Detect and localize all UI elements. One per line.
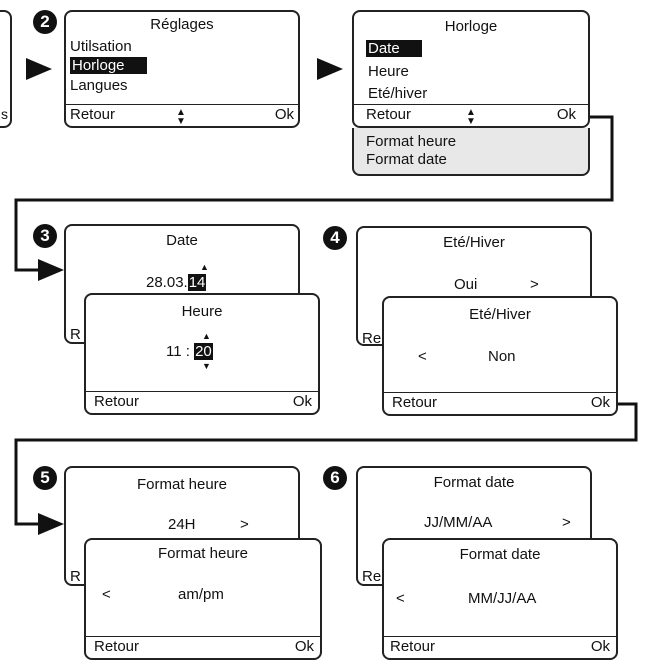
- date-screen: Date 28.03.14 ▲ R: [64, 224, 300, 344]
- down-arrow-icon[interactable]: ▼: [202, 361, 211, 371]
- hour-value: 11: [166, 343, 182, 360]
- horloge-submenu: Format heure Format date: [352, 128, 590, 176]
- time-separator: :: [185, 343, 190, 360]
- menu-item-horloge[interactable]: Horloge: [70, 57, 147, 74]
- ok-softkey[interactable]: Ok: [590, 394, 610, 411]
- option-value: MM/JJ/AA: [468, 590, 537, 607]
- menu-item-langues[interactable]: Langues: [70, 77, 128, 94]
- right-arrow-icon[interactable]: >: [562, 514, 571, 531]
- option-value: Non: [488, 348, 516, 365]
- ok-softkey[interactable]: Ok: [590, 638, 610, 655]
- heure-screen: Heure ▲ 11 : 20 ▼ Retour Ok: [84, 293, 320, 415]
- submenu-item-format-heure[interactable]: Format heure: [366, 133, 457, 150]
- menu-item-date[interactable]: Date: [366, 40, 422, 57]
- screen-title: Date: [166, 232, 198, 249]
- submenu-item-format-date[interactable]: Format date: [366, 151, 447, 168]
- step-badge-5: 5: [33, 466, 57, 490]
- option-value: am/pm: [178, 586, 224, 603]
- back-softkey[interactable]: Retour: [94, 393, 140, 410]
- back-softkey[interactable]: Retour: [70, 106, 116, 123]
- back-softkey[interactable]: Retour: [366, 106, 412, 123]
- back-softkey[interactable]: Retour: [94, 638, 140, 655]
- softkey-bar: Retour Ok: [86, 636, 320, 658]
- screen-title: Réglages: [150, 16, 214, 33]
- horloge-screen: Horloge Date Heure Eté/hiver Retour ▲▼ O…: [352, 10, 590, 128]
- minute-field[interactable]: 20: [194, 343, 213, 360]
- right-arrow-icon[interactable]: >: [530, 276, 539, 293]
- screen-title: Eté/Hiver: [443, 234, 505, 251]
- flow-arrow: [26, 58, 52, 80]
- flow-arrow: [38, 513, 64, 535]
- ok-softkey[interactable]: Ok: [292, 393, 312, 410]
- softkey-bar: Retour ▲▼ Ok: [66, 104, 298, 126]
- updown-icon[interactable]: ▲▼: [176, 107, 186, 127]
- ok-softkey[interactable]: Ok: [556, 106, 576, 123]
- step-badge-2: 2: [33, 10, 57, 34]
- back-softkey[interactable]: Retour: [390, 638, 436, 655]
- option-value: Oui: [454, 276, 478, 293]
- screen-title: Format date: [459, 546, 541, 563]
- right-arrow-icon[interactable]: >: [240, 516, 249, 533]
- screen-title: Eté/Hiver: [469, 306, 531, 323]
- back-softkey[interactable]: Retour: [392, 394, 438, 411]
- softkey-bar: Retour ▲▼ Ok: [354, 104, 588, 126]
- softkey-bar: Retour Ok: [384, 636, 616, 658]
- ok-softkey[interactable]: Ok: [294, 638, 314, 655]
- screen-title: Format date: [433, 474, 515, 491]
- step-badge-4: 4: [323, 226, 347, 250]
- format-date-screen-front: Format date < MM/JJ/AA Retour Ok: [382, 538, 618, 660]
- reglages-screen: Réglages Utilsation Horloge Langues Reto…: [64, 10, 300, 128]
- left-arrow-icon[interactable]: <: [102, 586, 111, 603]
- screen-title: Heure: [181, 303, 223, 320]
- step-badge-6: 6: [323, 466, 347, 490]
- up-arrow-icon[interactable]: ▲: [202, 331, 211, 341]
- cut-label: Re: [362, 568, 382, 585]
- option-value: 24H: [168, 516, 196, 533]
- ete-hiver-screen-front: Eté/Hiver < Non Retour Ok: [382, 296, 618, 416]
- menu-item-heure[interactable]: Heure: [368, 63, 409, 80]
- prev-screen-fragment: s: [0, 10, 12, 128]
- cut-label: R: [70, 568, 81, 585]
- softkey-bar: Retour Ok: [384, 392, 616, 414]
- date-day-field[interactable]: 14: [187, 274, 207, 291]
- cut-label: R: [70, 326, 81, 343]
- cut-label: Re: [362, 330, 382, 346]
- menu-item-ete-hiver[interactable]: Eté/hiver: [368, 85, 428, 102]
- flow-arrow: [38, 259, 64, 281]
- date-value: 28.03.: [146, 274, 188, 291]
- up-arrow-icon[interactable]: ▲: [200, 262, 209, 272]
- screen-title: Format heure: [157, 545, 249, 562]
- softkey-bar: Retour Ok: [86, 391, 318, 413]
- step-badge-3: 3: [33, 224, 57, 248]
- left-arrow-icon[interactable]: <: [418, 348, 427, 365]
- flow-arrow: [317, 58, 343, 80]
- menu-item-utilisation[interactable]: Utilsation: [70, 38, 132, 55]
- screen-title: Format heure: [136, 476, 228, 493]
- left-arrow-icon[interactable]: <: [396, 590, 405, 607]
- screen-title: Horloge: [444, 18, 498, 35]
- updown-icon[interactable]: ▲▼: [466, 107, 476, 127]
- option-value: JJ/MM/AA: [424, 514, 493, 531]
- ok-softkey[interactable]: Ok: [274, 106, 294, 123]
- format-heure-screen-front: Format heure < am/pm Retour Ok: [84, 538, 322, 660]
